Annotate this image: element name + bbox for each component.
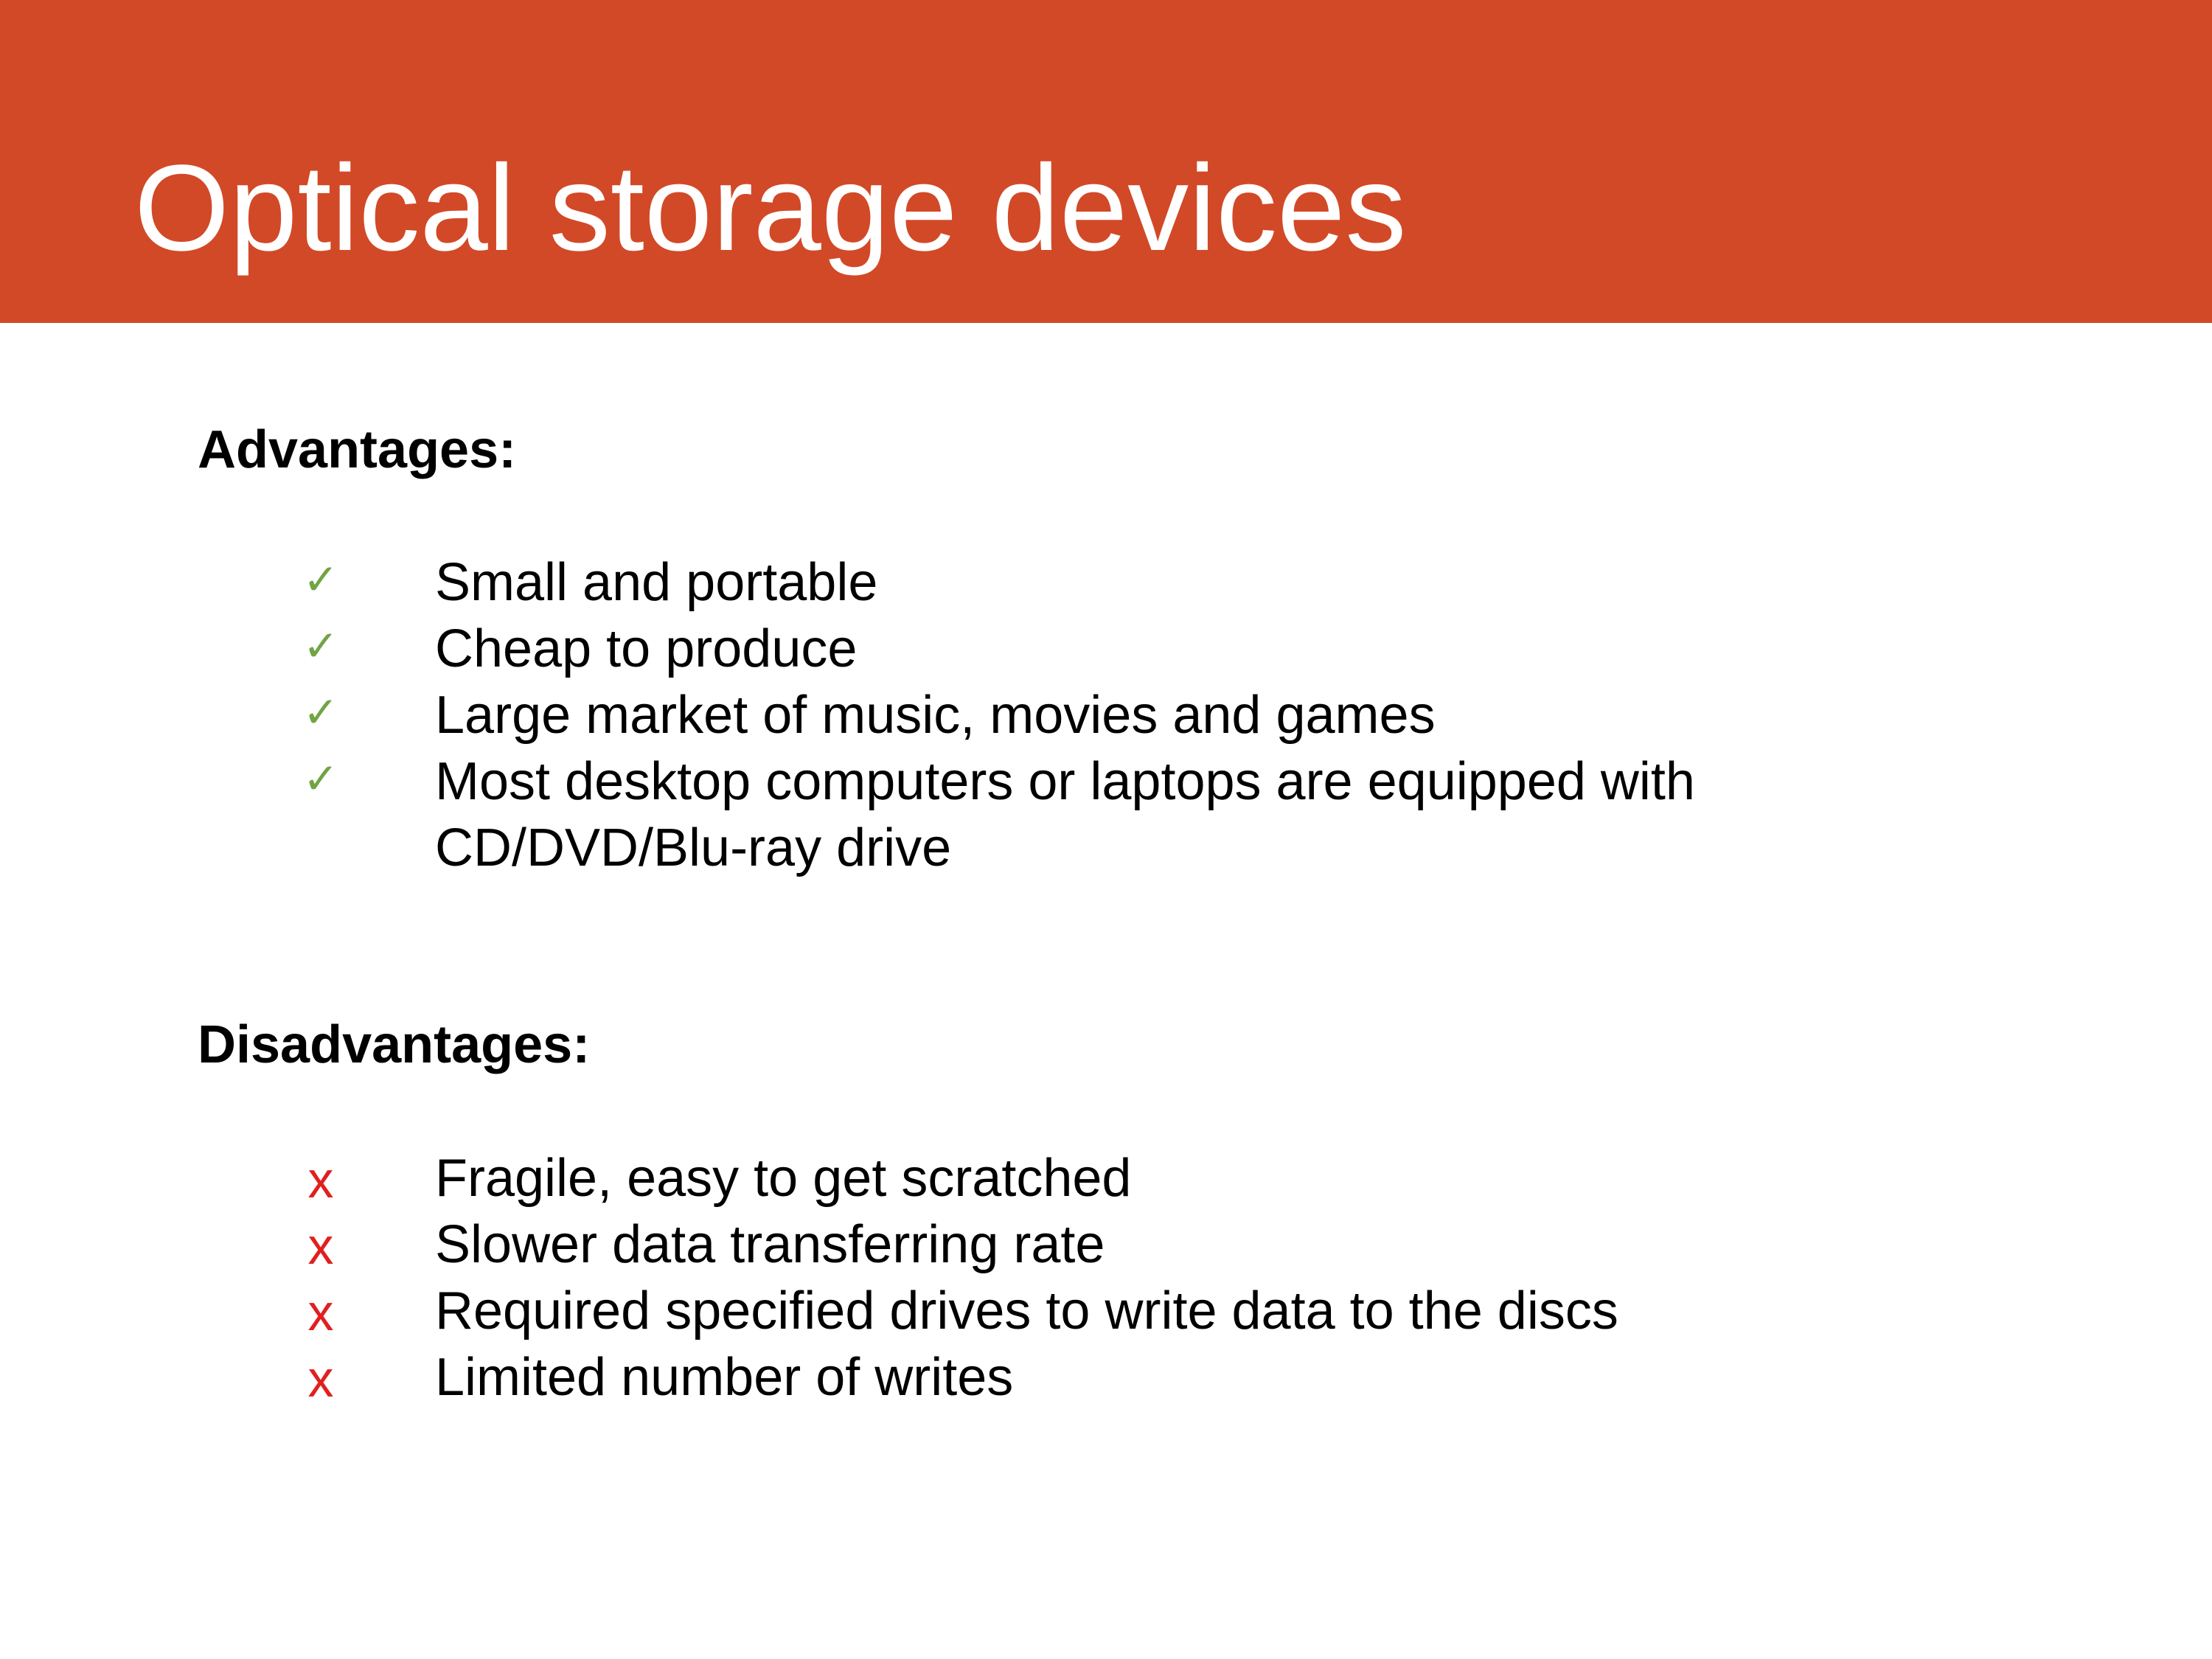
check-icon: ✓ <box>302 621 339 671</box>
cross-icon: x <box>307 1350 334 1408</box>
advantage-text: Most desktop computers or laptops are eq… <box>435 752 1695 877</box>
disadvantages-heading: Disadvantages: <box>198 1015 591 1074</box>
slide-title: Optical storage devices <box>134 140 1407 276</box>
advantage-text: Large market of music, movies and games <box>435 686 1436 745</box>
disadvantage-text: Slower data transferring rate <box>435 1215 1105 1274</box>
disadvantage-text: Required specified drives to write data … <box>435 1281 1618 1340</box>
cross-icon: x <box>307 1217 334 1275</box>
check-icon: ✓ <box>302 554 339 605</box>
disadvantage-text: Fragile, easy to get scratched <box>435 1149 1132 1208</box>
check-icon: ✓ <box>302 754 339 804</box>
title-bar: Optical storage devices <box>0 0 2212 323</box>
cross-icon: x <box>307 1151 334 1208</box>
disadvantage-text: Limited number of writes <box>435 1348 1014 1407</box>
cross-icon: x <box>307 1284 334 1341</box>
check-icon: ✓ <box>302 687 339 737</box>
advantage-text: Cheap to produce <box>435 619 858 678</box>
advantage-text: Small and portable <box>435 553 878 612</box>
advantages-heading: Advantages: <box>198 420 517 479</box>
